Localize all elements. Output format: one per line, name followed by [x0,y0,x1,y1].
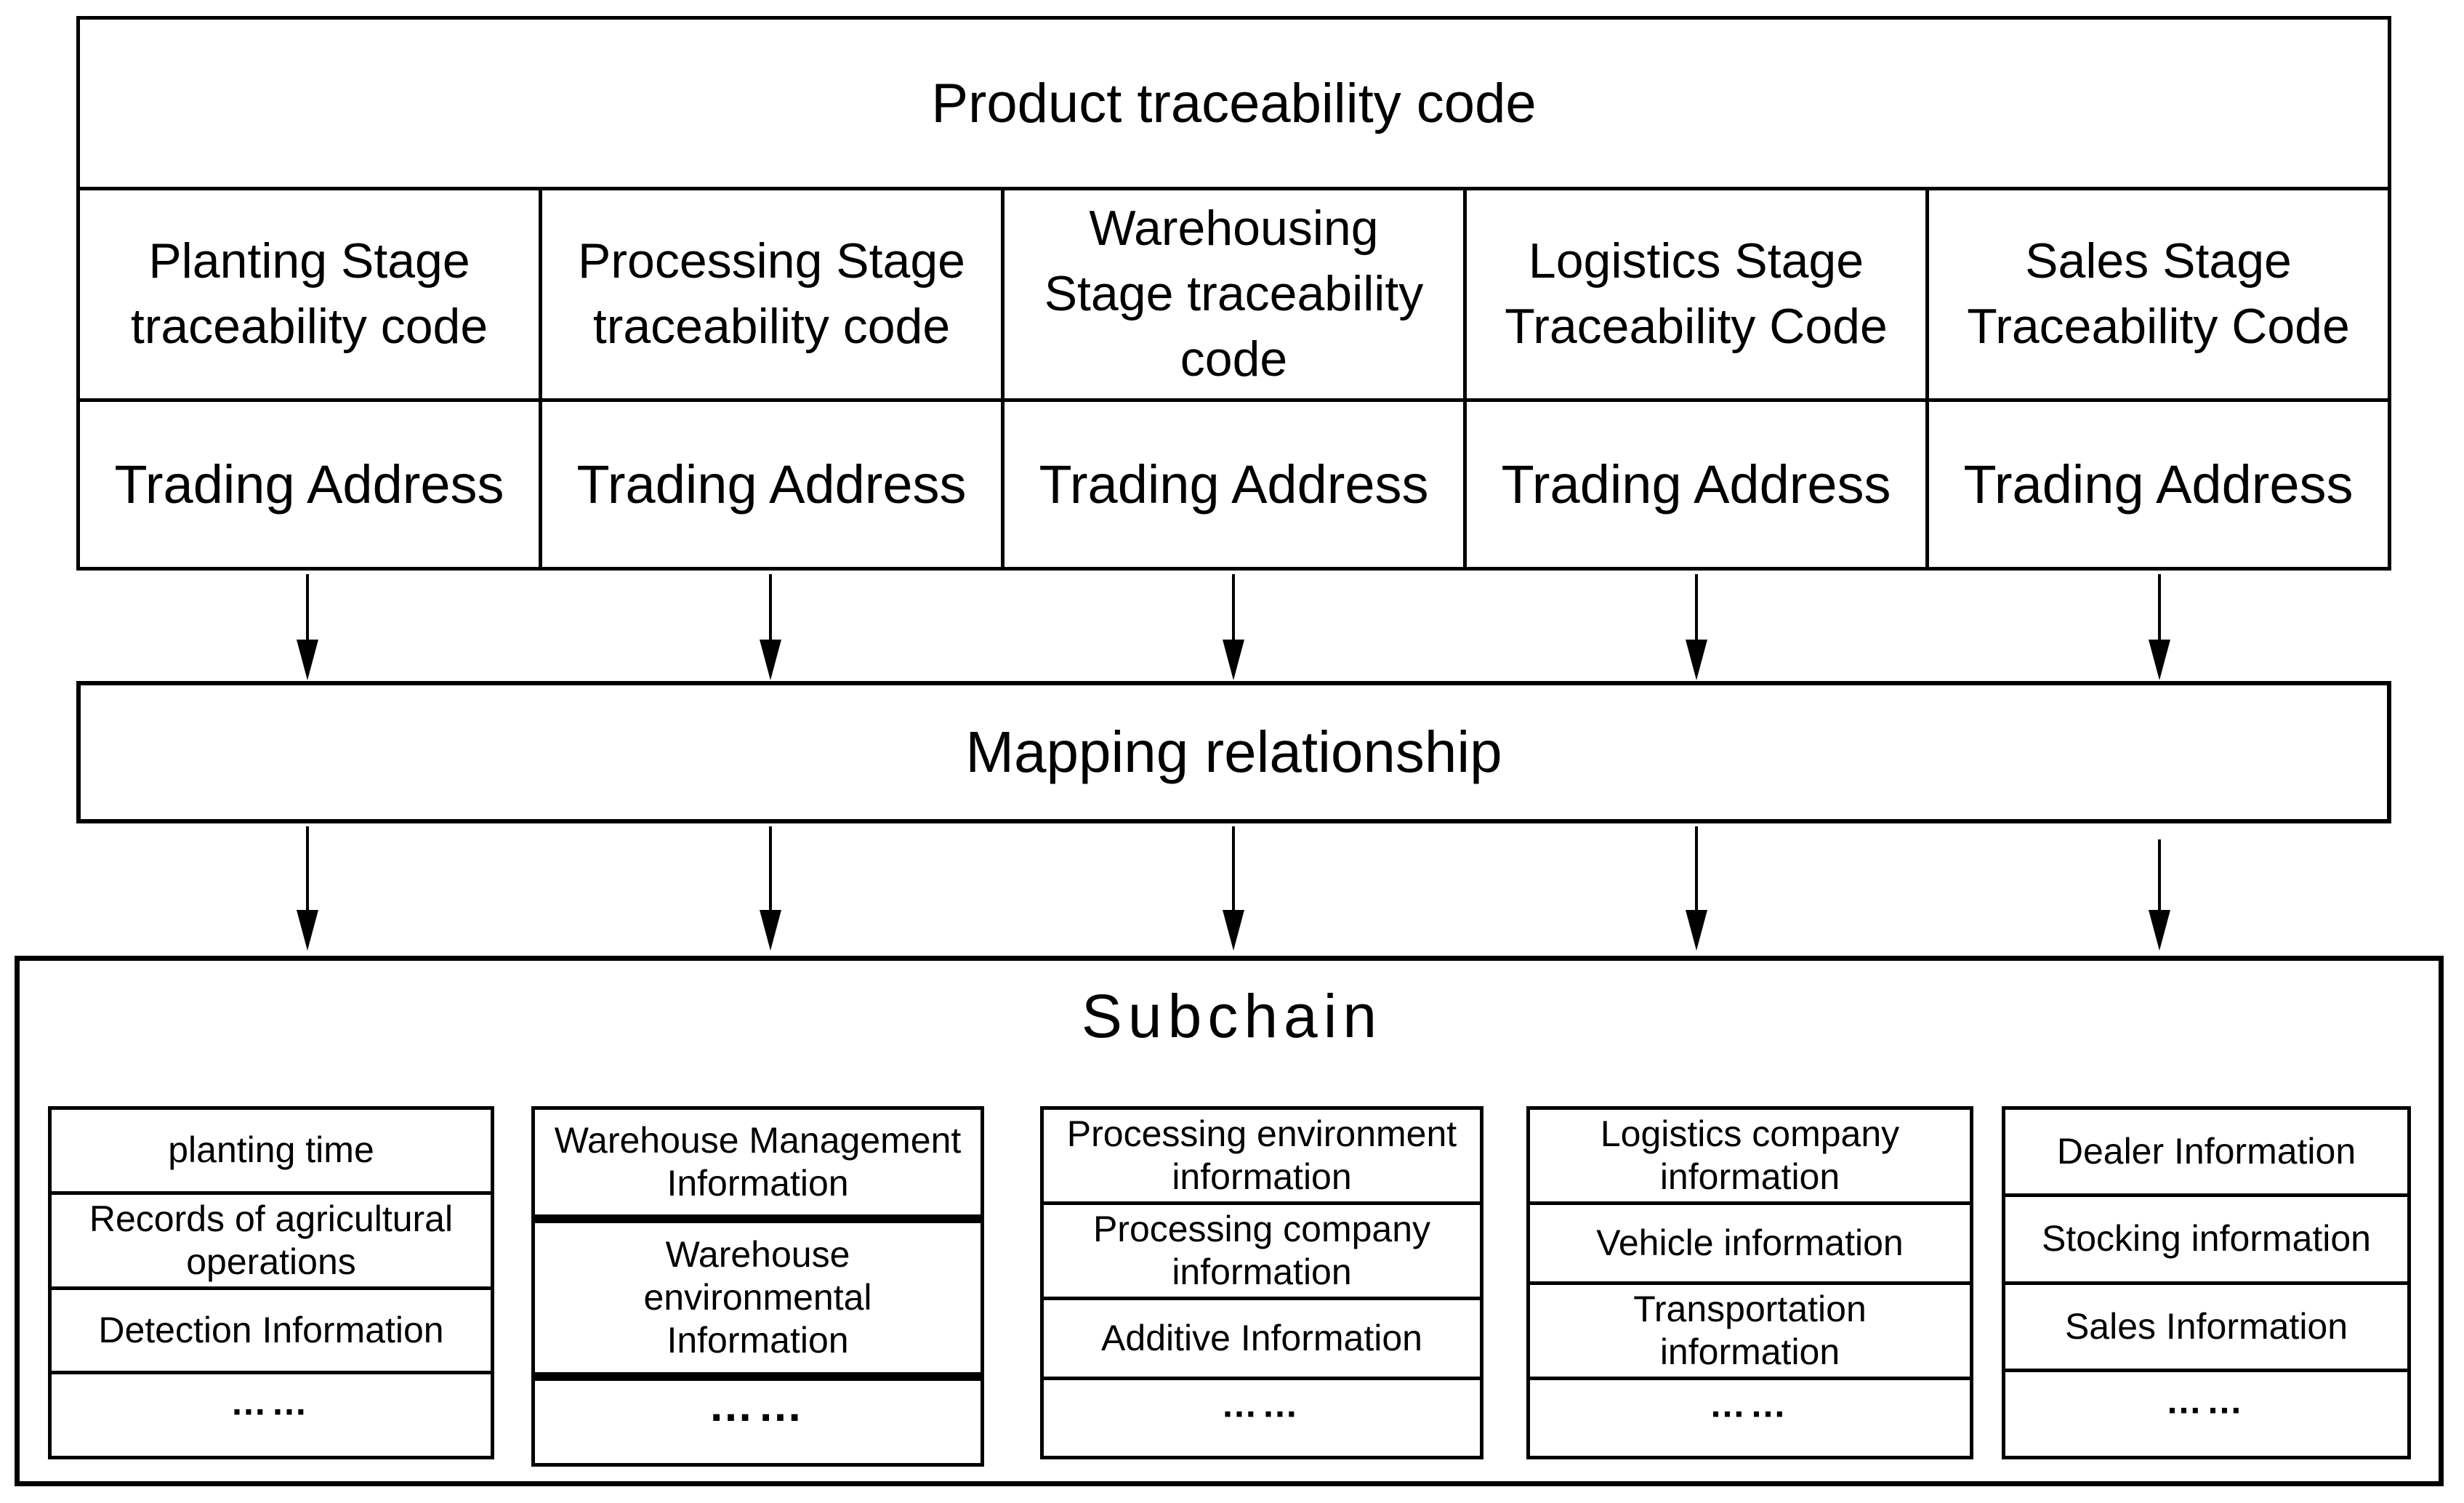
arrowhead-icon [1686,910,1707,951]
group-row: Dealer Information [2056,1131,2356,1172]
subchain-title: Subchain [1081,982,1383,1050]
stage-row: Planting Stage traceability code Process… [80,190,2388,402]
group-row: Processing company information [1044,1201,1480,1297]
subchain-group-warehouse: Warehouse Management Information Warehou… [531,1106,984,1467]
arrowhead-icon [297,910,318,951]
trading-address-cell: Trading Address [80,402,542,567]
subchain-group-sales: Dealer Information Stocking information … [2002,1106,2411,1459]
arrowhead-icon [297,640,318,680]
group-row: Additive Information [1044,1297,1480,1377]
arrowhead-icon [2149,910,2170,951]
subchain-group-planting: planting time Records of agricultural op… [48,1106,494,1459]
arrowhead-icon [1223,640,1244,680]
down-arrow [1223,826,1244,951]
group-row: planting time [168,1129,374,1171]
subchain-group-processing: Processing environment information Proce… [1040,1106,1483,1459]
down-arrow [297,574,318,680]
down-arrow [1223,574,1244,680]
down-arrow [297,826,318,951]
arrowhead-icon [1223,910,1244,951]
product-code-table: Product traceability code Planting Stage… [76,16,2391,571]
down-arrow [1686,574,1707,680]
stage-cell-sales: Sales Stage Traceability Code [1967,233,2350,354]
trading-address-cell: Trading Address [1963,454,2354,515]
ellipsis-row: …… [52,1371,491,1456]
ellipsis-row: …… [1044,1376,1480,1456]
trading-address-cell: Trading Address [542,402,1004,567]
ellipsis-row: …… [1530,1376,1970,1456]
down-arrow [760,574,781,680]
down-arrow [760,826,781,951]
group-row: Warehouse Management Information [554,1119,962,1204]
trading-address-row: Trading Address Trading Address Trading … [80,402,2388,567]
trading-address-cell: Trading Address [1004,402,1467,567]
mapping-relationship-box: Mapping relationship [76,681,2391,823]
arrowhead-icon [760,910,781,951]
group-row: Transportation information [1530,1281,1970,1377]
group-row: Stocking information [2005,1193,2407,1281]
arrowhead-icon [760,640,781,680]
down-arrow [2149,839,2170,951]
down-arrow [1686,826,1707,951]
group-row: Processing environment information [1066,1113,1457,1197]
subchain-box [15,956,2444,1486]
group-row: Sales Information [2005,1281,2407,1369]
group-row: Vehicle information [1530,1201,1970,1281]
stage-cell-processing: Processing Stage traceability code [542,190,1004,398]
arrowhead-icon [1686,640,1707,680]
group-row: Detection Information [52,1286,491,1371]
subchain-group-logistics: Logistics company information Vehicle in… [1526,1106,1973,1459]
group-row: Warehouse environmental Information [535,1214,981,1372]
stage-cell-warehousing: Warehousing Stage traceability code [1004,190,1467,398]
down-arrow [2149,574,2170,680]
trading-address-cell: Trading Address [1467,402,1929,567]
arrowhead-icon [2149,640,2170,680]
stage-cell-logistics: Logistics Stage Traceability Code [1467,190,1929,398]
group-row: Records of agricultural operations [52,1190,491,1286]
ellipsis-row: …… [2005,1368,2407,1456]
stage-cell-planting: Planting Stage traceability code [80,190,542,398]
product-code-title: Product traceability code [80,20,2388,190]
group-row: Logistics company information [1600,1113,1900,1197]
ellipsis-row: …… [535,1371,981,1463]
